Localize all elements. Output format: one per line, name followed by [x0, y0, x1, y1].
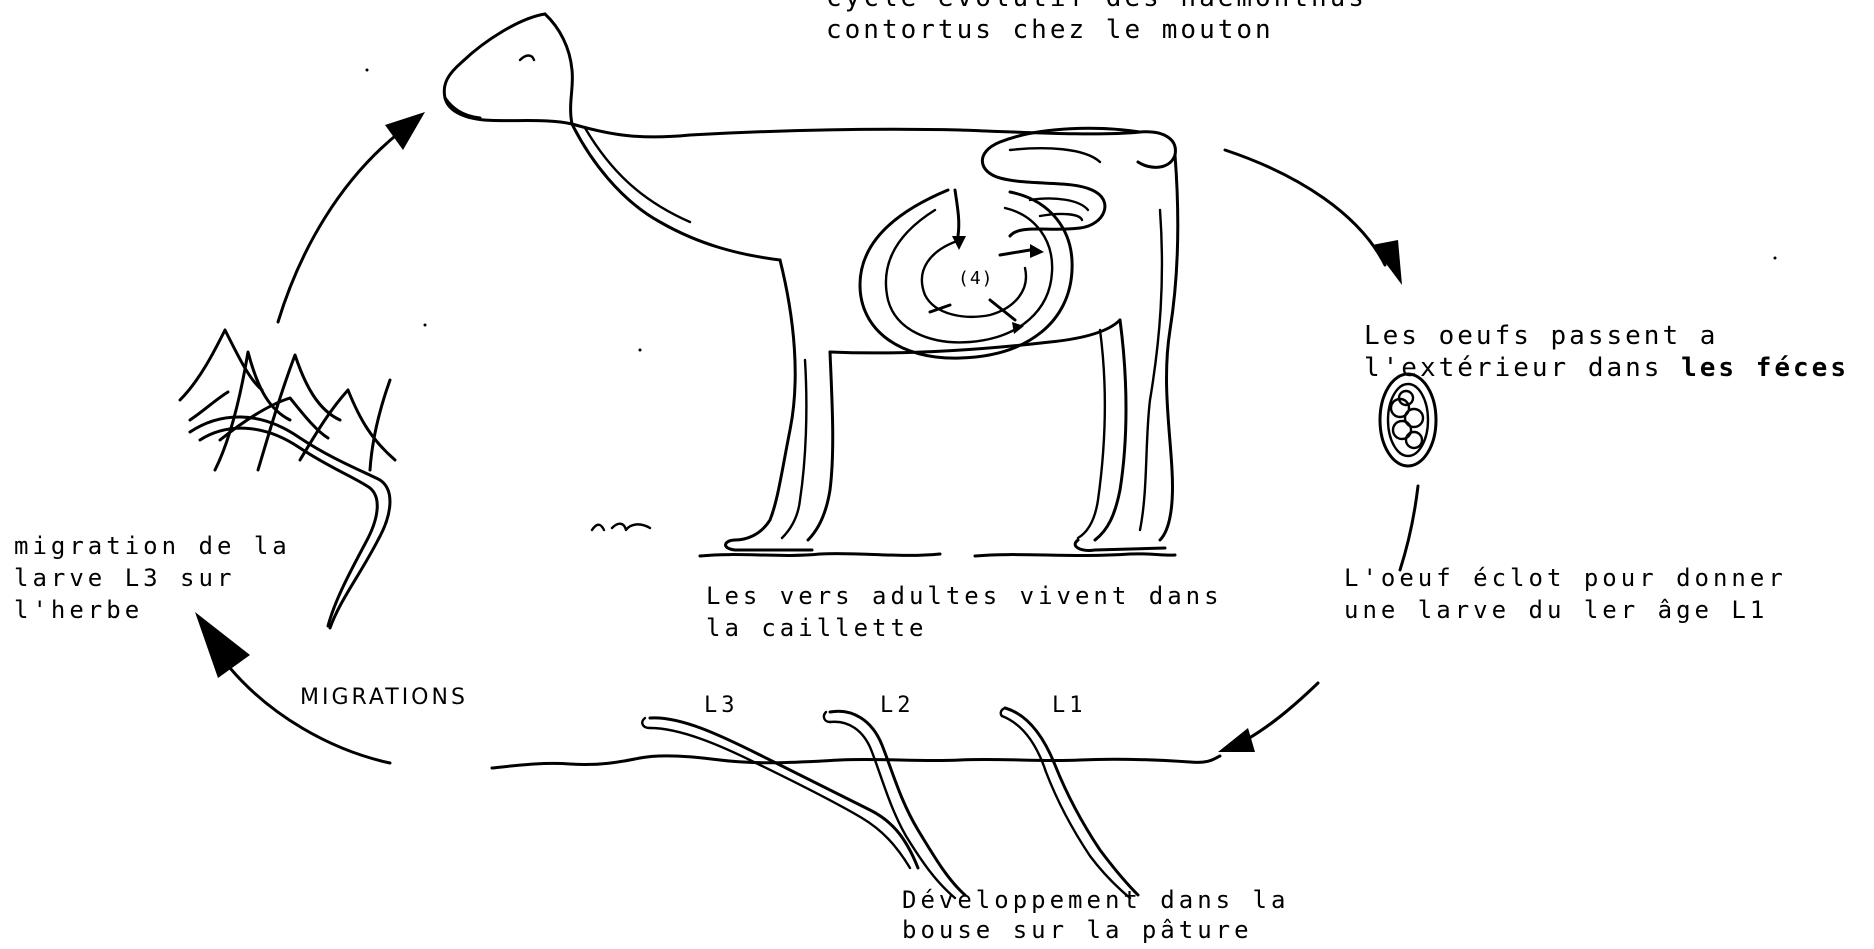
development-label-line-1: Développement dans la [902, 884, 1289, 916]
stomach-mark: (4) [958, 263, 994, 295]
larva-l2-illustration [824, 711, 965, 898]
dot-mark [639, 349, 642, 352]
title-line-1: cycle évolutif des haemonthus [826, 0, 1367, 14]
larva-l3-illustration [642, 718, 918, 868]
eggs-label-bold: les féces [1681, 353, 1849, 383]
ground-line-left [700, 554, 940, 556]
larva-l1-illustration [1001, 708, 1138, 898]
larva-label-l3: L3 [704, 690, 739, 722]
ground-line-right [975, 554, 1175, 556]
adults-label-line-1: Les vers adultes vivent dans [706, 580, 1223, 612]
eggs-label-line-2-text: l'extérieur dans [1364, 353, 1681, 383]
dot-mark [424, 324, 427, 327]
eggs-label-line-2: l'extérieur dans les féces [1364, 352, 1849, 384]
arrow-egg-to-hatch [1400, 486, 1418, 570]
larva-label-l2: L2 [880, 690, 915, 722]
arrow-to-eggs-head [1372, 240, 1402, 285]
arrow-to-migration-head [195, 612, 250, 678]
development-label-line-2: bouse sur la pâture [902, 914, 1253, 946]
adults-label-line-2: la caillette [706, 612, 927, 644]
migration-label-line-2: larve L3 sur [14, 562, 235, 594]
hatch-label-line-2: une larve du ler âge L1 [1344, 594, 1768, 626]
dot-mark [366, 69, 369, 72]
larva-label-l1: L1 [1052, 690, 1087, 722]
water-line [492, 756, 1220, 768]
sheep-illustration [444, 14, 1177, 550]
egg-illustration [1380, 374, 1436, 466]
dung-marks [592, 524, 650, 530]
hatch-label-line-1: L'oeuf éclot pour donner [1344, 562, 1787, 594]
arrow-to-development-head [1218, 728, 1255, 752]
migrations-label: MIGRATIONS [300, 682, 468, 714]
arrow-to-sheep [278, 132, 400, 322]
arrow-to-eggs [1225, 150, 1385, 265]
migration-label-line-1: migration de la [14, 530, 291, 562]
eggs-label-line-1: Les oeufs passent a [1364, 320, 1718, 352]
migration-label-line-3: l'herbe [14, 594, 143, 626]
title-line-2: contortus chez le mouton [826, 14, 1274, 46]
arrow-to-sheep-head [385, 112, 425, 150]
dot-mark [1774, 257, 1777, 260]
